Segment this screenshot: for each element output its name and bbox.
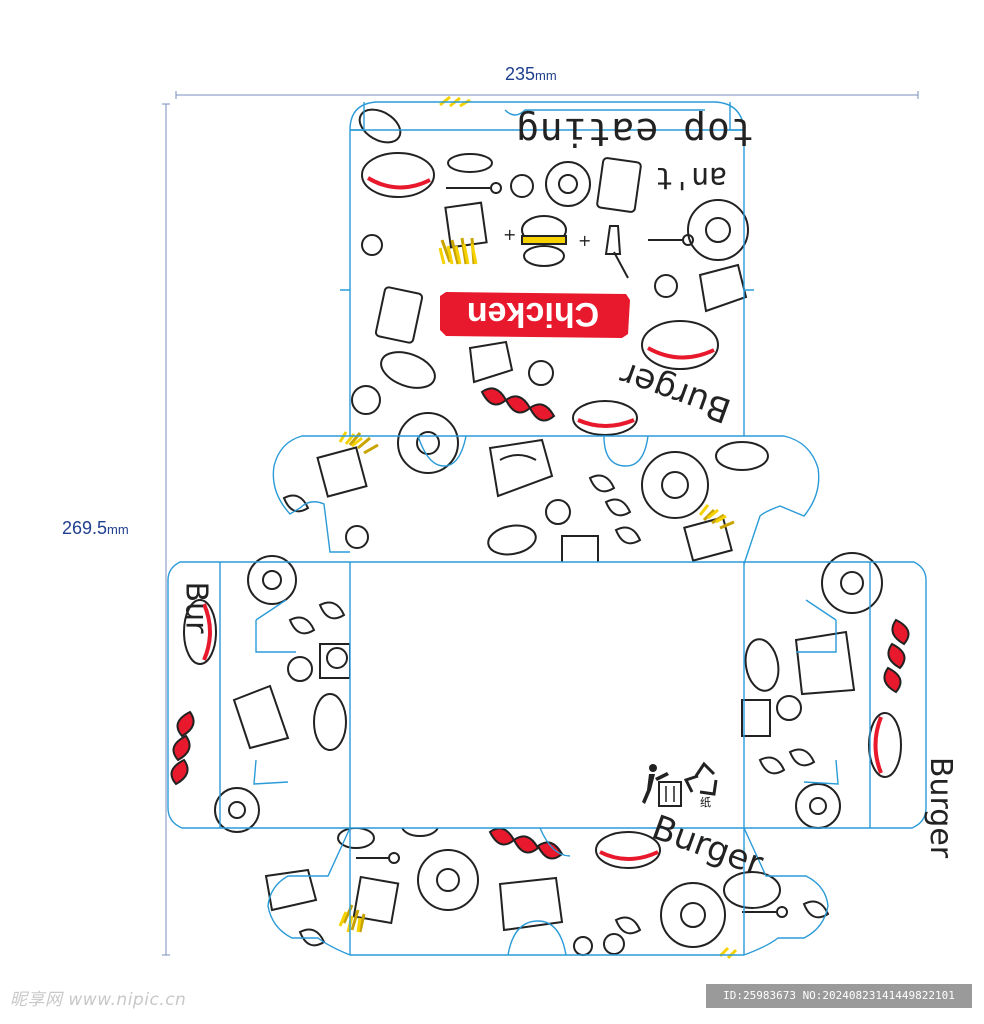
brand-word: Chicken xyxy=(466,295,600,333)
width-dimension-label: 235mm xyxy=(505,64,557,85)
recycle-icon xyxy=(683,761,718,796)
width-unit: mm xyxy=(535,68,557,83)
slogan-line-1: top eating xyxy=(515,110,754,154)
brand-label-background xyxy=(440,292,630,338)
site-watermark: 昵享网 www.nipic.cn xyxy=(10,990,187,1010)
spoon-icon xyxy=(356,182,788,918)
slogan-line-2: an't xyxy=(655,160,728,195)
shrimp-skewer-icon xyxy=(282,474,830,947)
burger-word-left-side: Bur xyxy=(178,581,214,634)
food-doodle-pattern: + + xyxy=(170,95,910,960)
center-burger-icon: + + xyxy=(503,215,591,267)
red-shrimp-icon xyxy=(170,387,910,860)
height-unit: mm xyxy=(107,522,129,537)
svg-text:+: + xyxy=(578,231,591,250)
dieline-outline xyxy=(167,101,927,956)
drumstick-icon xyxy=(313,108,780,837)
height-dimension-label: 269.5mm xyxy=(62,518,129,539)
dimension-lines xyxy=(162,91,919,956)
image-id-bar: ID:25983673 NO:20240823141449822101 xyxy=(706,984,972,1008)
recycle-paper-label: 纸 xyxy=(700,796,711,809)
burger-icon xyxy=(183,152,902,909)
width-value: 235 xyxy=(505,64,536,84)
svg-text:+: + xyxy=(503,225,516,244)
brand-label: Chicken xyxy=(440,292,626,336)
trash-disposal-icon xyxy=(642,764,682,807)
height-value: 269.5 xyxy=(62,518,108,538)
window-panel xyxy=(350,562,740,828)
burger-word-right-side: Burger xyxy=(923,756,959,859)
donut-icon xyxy=(214,161,883,948)
